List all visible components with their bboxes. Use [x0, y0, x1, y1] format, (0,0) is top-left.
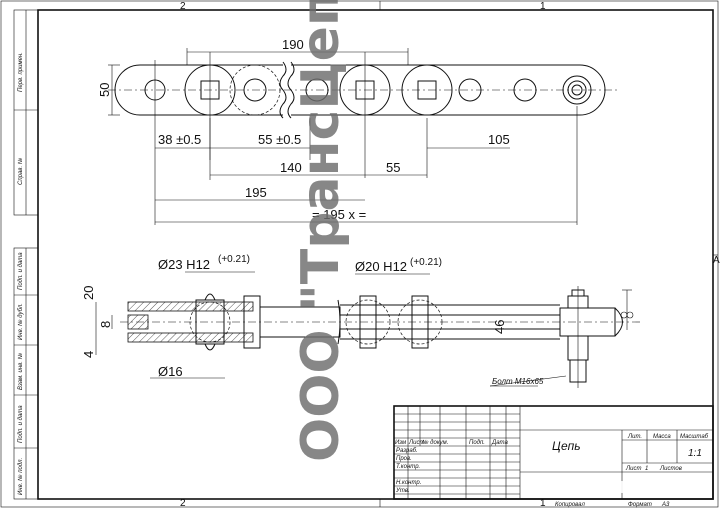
tb-lit-label: Лит. [627, 434, 642, 440]
tb-col-sign: Подп. [469, 440, 485, 446]
tb-sheets-label: Листов [659, 466, 682, 472]
avito-watermark: Avito [616, 476, 694, 499]
side-label-0: Перв. примен. [18, 52, 24, 92]
tb-sheet-label: Лист [625, 466, 641, 472]
tb-col-date: Дата [491, 440, 508, 446]
tb-mass-label: Масса [653, 434, 671, 440]
dim-105: 105 [488, 132, 510, 147]
dim-height-20: 20 [81, 286, 96, 300]
dim-pin-dia: Ø16 [158, 364, 183, 379]
dim-bore-large: Ø23 H12 [158, 257, 210, 272]
tb-copied: Копировал [555, 502, 585, 508]
dim-plate-8: 8 [98, 321, 113, 328]
tb-part-name: Цепь [552, 439, 581, 453]
tb-role-utv: Утв. [395, 488, 410, 494]
side-label-1: Справ. № [17, 157, 24, 185]
tb-col-izm: Изм [395, 440, 406, 446]
company-watermark: ООО "ТрансЦепь" [291, 0, 351, 462]
dim-gap-4: 4 [81, 351, 96, 358]
zone-right-a: A [713, 255, 720, 266]
dim-bore-small: Ø20 H12 [355, 259, 407, 274]
dim-140: 140 [280, 160, 302, 175]
side-label-2: Подп. и дата [18, 252, 24, 290]
dim-190: 190 [282, 37, 304, 52]
tb-format-label: Формат [628, 502, 652, 508]
tb-role-prov: Пров. [396, 456, 412, 462]
zone-bottom-2: 2 [180, 498, 186, 509]
dim-bore-large-tol: (+0.21) [218, 254, 250, 265]
tb-format-value: A3 [661, 502, 670, 508]
tb-col-list: Лист [408, 440, 424, 446]
side-label-5: Подп. и дата [18, 405, 24, 443]
tb-sheet-value: 1 [645, 466, 648, 472]
chain-side-view [120, 286, 640, 388]
bolt-note: Болт М16х65 [492, 377, 544, 386]
dim-height-46: 46 [492, 320, 507, 334]
title-block: Изм Лист № докум. Подп. Дата Разраб. Про… [393, 405, 714, 508]
zone-top-1: 1 [540, 1, 546, 12]
tb-scale-value: 1:1 [688, 448, 702, 459]
chain-top-view [108, 52, 620, 225]
tb-role-razrab: Разраб. [396, 448, 418, 454]
avito-logo-text: Avito [642, 478, 694, 499]
side-label-3: Инв. № дубл. [17, 303, 24, 340]
dim-50: 50 [97, 83, 112, 97]
tb-role-tkontr: Т.контр. [396, 464, 420, 470]
tb-role-nkontr: Н.контр. [396, 480, 421, 486]
side-label-4: Взам. инв. № [17, 352, 24, 390]
tb-col-doc: № докум. [422, 439, 448, 446]
dim-length-formula: = 195 x = [312, 207, 366, 222]
side-view-dimensions: Ø23 H12 (+0.21) Ø20 H12 (+0.21) 20 8 4 Ø… [81, 254, 634, 387]
dim-55: 55 [386, 160, 400, 175]
zone-bottom-1: 1 [540, 498, 546, 509]
dim-bore-small-tol: (+0.21) [410, 257, 442, 268]
zone-top-2: 2 [180, 1, 186, 12]
dim-195: 195 [245, 185, 267, 200]
side-stamp: Перв. примен. Справ. № Подп. и дата Инв.… [13, 9, 39, 500]
dim-55-tol: 55 ±0.5 [258, 132, 301, 147]
side-label-6: Инв. № подл. [17, 458, 24, 495]
dim-38: 38 ±0.5 [158, 132, 201, 147]
tb-scale-label: Масштаб [680, 434, 709, 440]
top-view-dimensions: 190 50 38 ±0.5 55 ±0.5 105 140 55 195 = … [97, 37, 577, 223]
